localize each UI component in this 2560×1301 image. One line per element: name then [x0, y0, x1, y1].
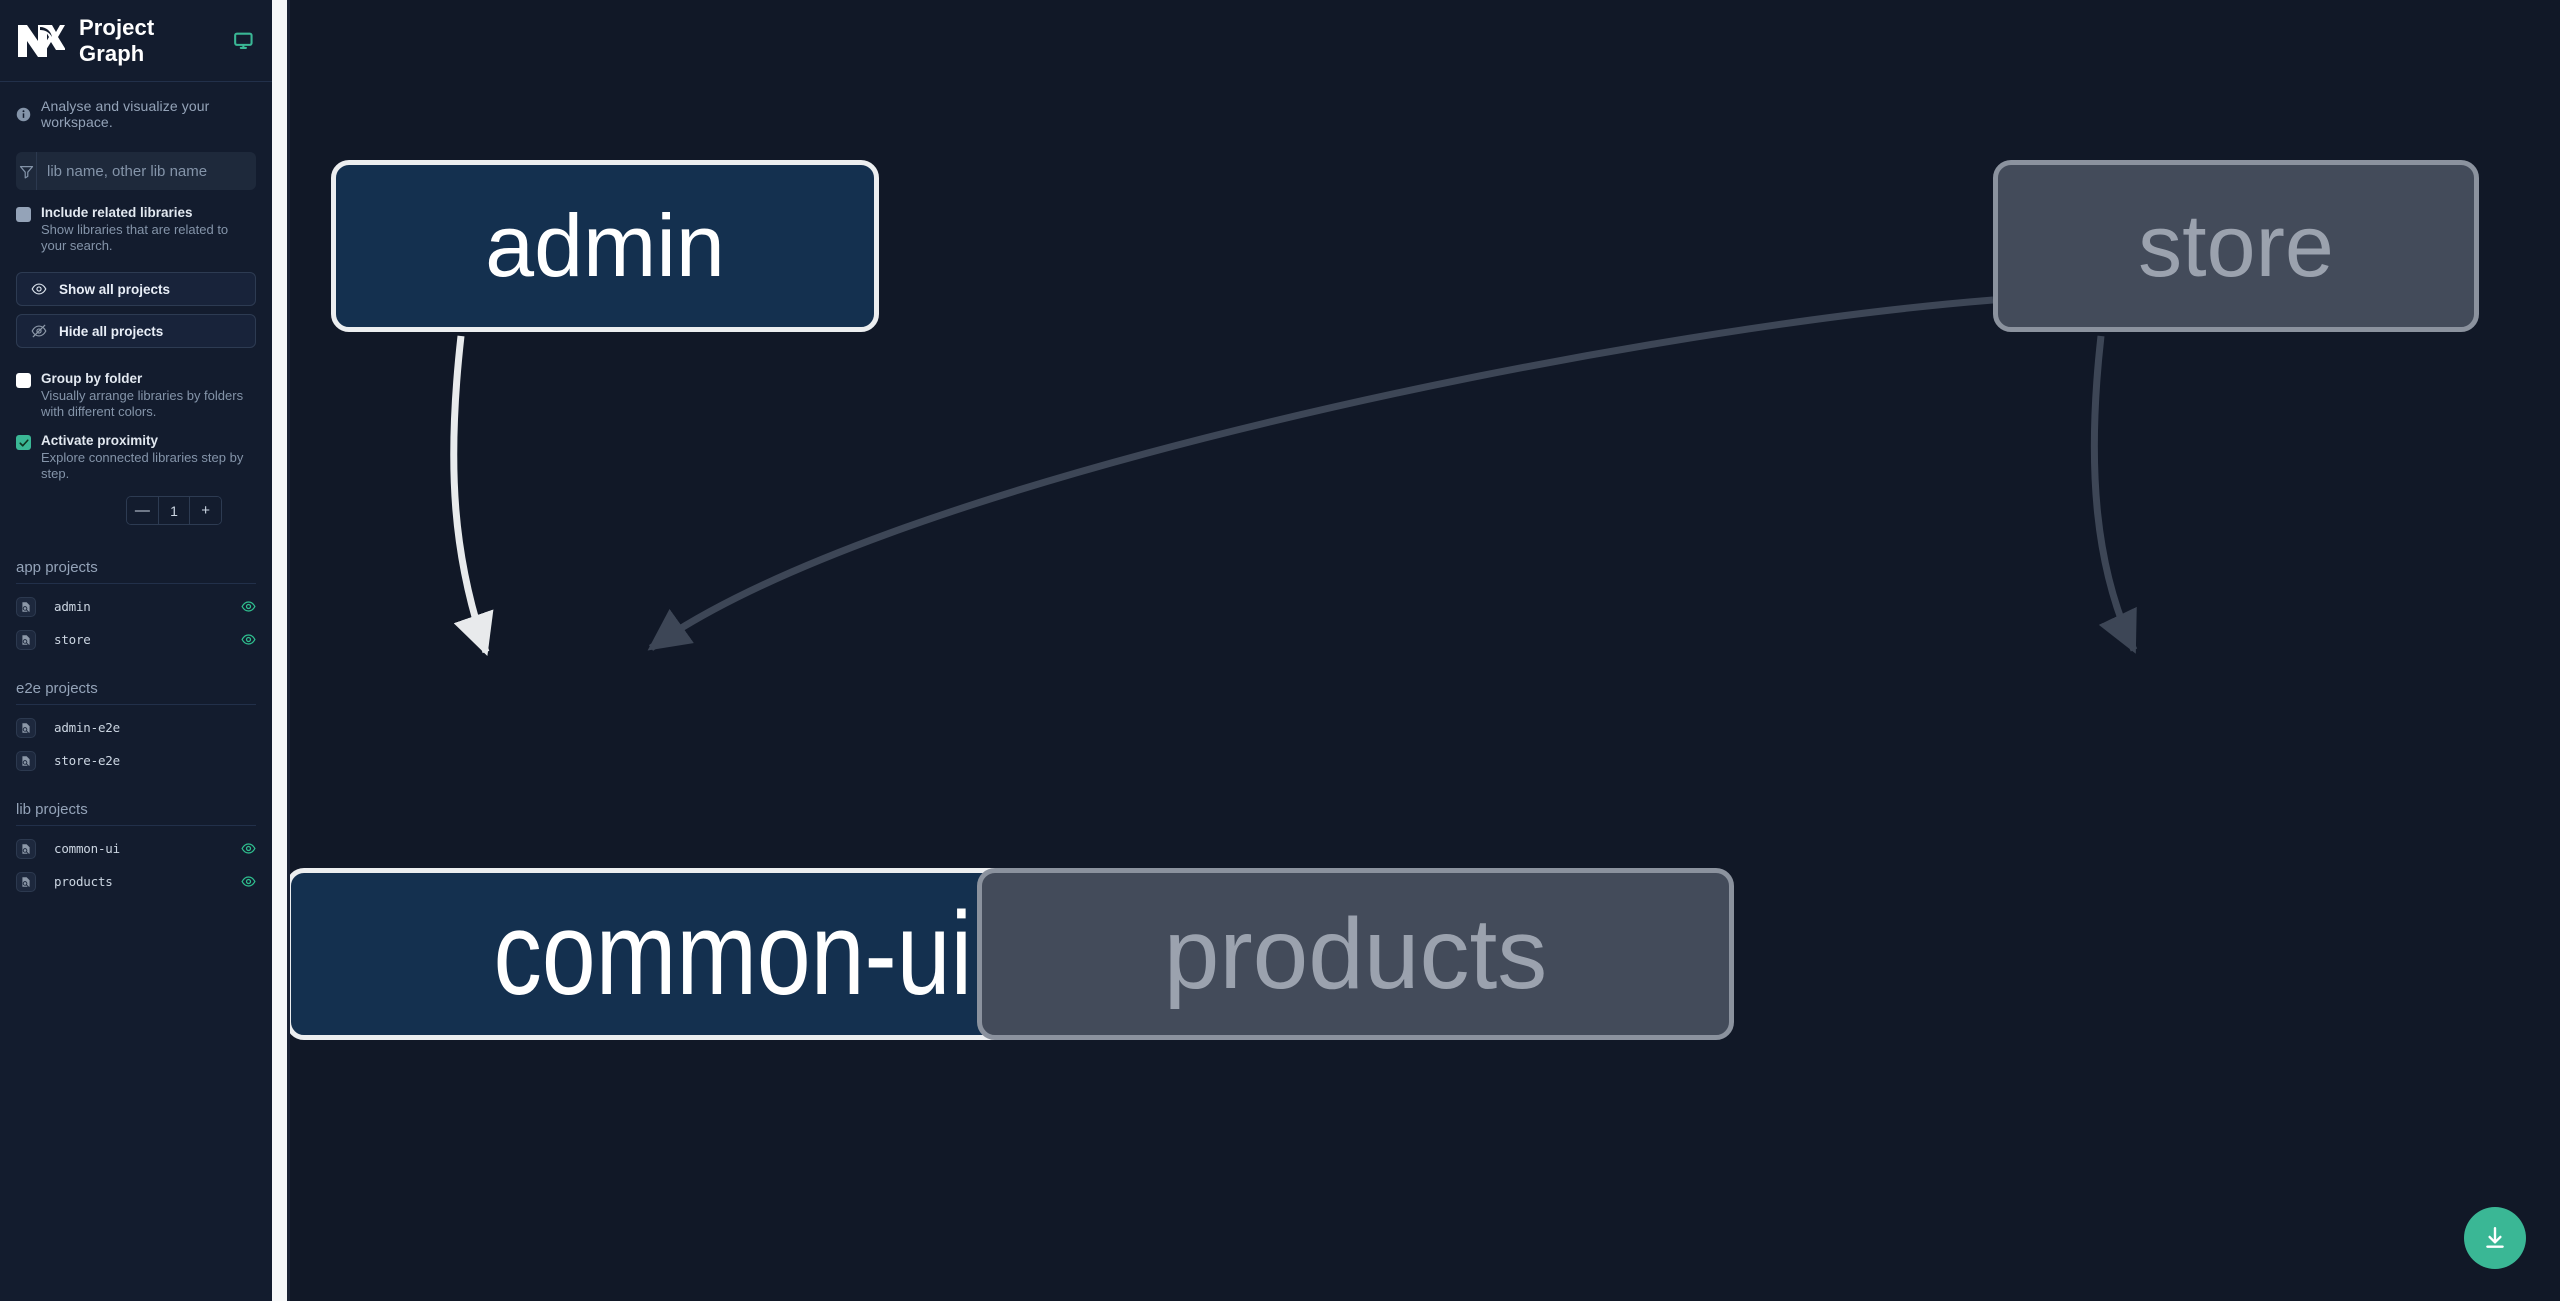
proximity-value: 1: [157, 497, 190, 524]
project-name: admin: [54, 599, 91, 614]
project-list-item-store-e2e[interactable]: store-e2e: [16, 744, 256, 777]
nx-logo: [18, 24, 65, 57]
graph-node-store[interactable]: store: [1993, 160, 2479, 332]
sidebar-header: Project Graph: [0, 0, 272, 82]
option-group-by-folder[interactable]: Group by folder Visually arrange librari…: [0, 348, 272, 420]
graph-node-label: common-ui: [493, 888, 972, 1020]
visibility-buttons: Show all projects Hide all projects: [0, 254, 272, 348]
spacer: [0, 777, 272, 801]
option-description: Explore connected libraries step by step…: [41, 450, 244, 481]
project-list-item-admin-e2e[interactable]: admin-e2e: [16, 711, 256, 744]
project-name: admin-e2e: [54, 720, 120, 735]
option-description: Visually arrange libraries by folders wi…: [41, 388, 244, 419]
sidebar-resize-divider[interactable]: [272, 0, 287, 1301]
proximity-stepper[interactable]: — 1 +: [126, 496, 222, 525]
eye-icon: [31, 283, 47, 295]
project-list-item-admin[interactable]: admin: [16, 590, 256, 623]
tagline: Analyse and visualize your workspace.: [0, 82, 272, 140]
option-description: Show libraries that are related to your …: [41, 222, 229, 253]
graph-node-label: store: [2138, 196, 2334, 295]
spacer: [0, 525, 272, 559]
edge-store-to-common-ui: [647, 296, 1994, 651]
download-graph-button[interactable]: [2464, 1207, 2526, 1269]
project-graph-canvas[interactable]: admin store common-ui products: [286, 0, 2560, 1301]
info-icon: [16, 107, 31, 121]
project-name: common-ui: [54, 841, 120, 856]
graph-node-admin[interactable]: admin: [331, 160, 879, 332]
project-file-icon: [16, 629, 36, 650]
option-activate-proximity[interactable]: Activate proximity Explore connected lib…: [0, 420, 272, 482]
eye-icon[interactable]: [241, 632, 256, 647]
eye-off-icon: [31, 324, 47, 338]
project-name: store-e2e: [54, 753, 120, 768]
project-group-e2e-projects: e2e projects admin-e2e: [0, 680, 272, 777]
search-field-wrapper[interactable]: [16, 152, 256, 190]
project-list-item-products[interactable]: products: [16, 865, 256, 898]
project-list-item-common-ui[interactable]: common-ui: [16, 832, 256, 865]
graph-node-label: admin: [485, 196, 725, 295]
edge-store-to-products: [2090, 335, 2138, 654]
filter-funnel-icon-box: [16, 152, 37, 190]
group-title: app projects: [16, 559, 256, 584]
download-icon: [2486, 1227, 2504, 1248]
spacer: [0, 656, 272, 680]
project-name: products: [54, 874, 113, 889]
project-file-icon: [16, 750, 36, 771]
check-icon: [18, 438, 29, 447]
eye-icon[interactable]: [241, 599, 256, 614]
project-group-lib-projects: lib projects common-ui: [0, 801, 272, 898]
graph-node-products[interactable]: products: [977, 868, 1734, 1040]
option-label: Group by folder: [41, 371, 143, 386]
search-input[interactable]: [37, 152, 256, 190]
monitor-icon[interactable]: [233, 30, 254, 52]
tagline-text: Analyse and visualize your workspace.: [41, 98, 210, 130]
group-title: lib projects: [16, 801, 256, 826]
proximity-increment-button[interactable]: +: [189, 497, 221, 524]
option-label: Include related libraries: [41, 205, 193, 220]
checkbox-include-related-libraries[interactable]: [16, 207, 31, 222]
show-all-projects-label: Show all projects: [59, 281, 171, 297]
project-file-icon: [16, 717, 36, 738]
eye-icon[interactable]: [241, 841, 256, 856]
checkbox-activate-proximity[interactable]: [16, 435, 31, 450]
group-title: e2e projects: [16, 680, 256, 705]
page-title: Project Graph: [79, 14, 155, 66]
filter-funnel-icon: [19, 165, 33, 178]
option-label: Activate proximity: [41, 433, 159, 448]
proximity-decrement-button[interactable]: —: [127, 497, 158, 524]
sidebar: Project Graph Analyse and visualize your…: [0, 0, 272, 1296]
graph-edges-layer: [450, 296, 2138, 656]
option-include-related-libraries[interactable]: Include related libraries Show libraries…: [0, 190, 272, 254]
project-name: store: [54, 632, 91, 647]
sidebar-edge: [287, 0, 290, 1301]
project-group-app-projects: app projects admin: [0, 559, 272, 656]
project-file-icon: [16, 596, 36, 617]
project-list-item-store[interactable]: store: [16, 623, 256, 656]
project-file-icon: [16, 838, 36, 859]
edge-admin-to-common-ui: [450, 335, 494, 656]
eye-icon[interactable]: [241, 874, 256, 889]
checkbox-group-by-folder[interactable]: [16, 373, 31, 388]
hide-all-projects-button[interactable]: Hide all projects: [16, 314, 256, 348]
project-file-icon: [16, 871, 36, 892]
hide-all-projects-label: Hide all projects: [59, 323, 164, 339]
graph-node-label: products: [1163, 897, 1548, 1010]
show-all-projects-button[interactable]: Show all projects: [16, 272, 256, 306]
